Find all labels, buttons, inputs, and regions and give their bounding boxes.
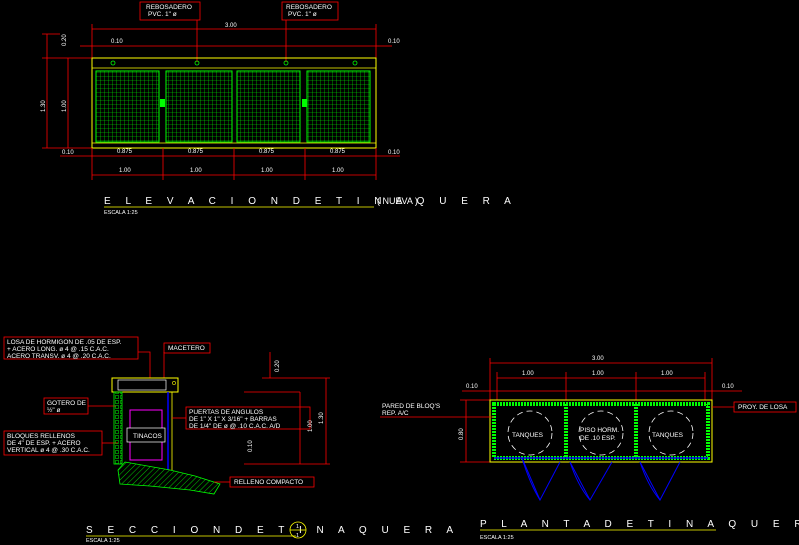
elevation-dim-010-tl: 0.10: [111, 39, 123, 45]
callout-right-line1: REBOSADERO: [286, 4, 332, 11]
section-title: S E C C I O N D E T I N A Q U E R A: [86, 525, 459, 536]
callout-right-line2: PVC. 1" ø: [288, 11, 317, 18]
elevation-dim-unit-1: 1.00: [119, 168, 131, 174]
section-note-losa-2: + ACERO LONG. ø 4 @ .15 C.A.C.: [7, 346, 109, 353]
elevation-door-panels: [95, 70, 371, 143]
elevation-dim-unit-2: 1.00: [190, 168, 202, 174]
plan-dim-unit-2: 1.00: [592, 371, 604, 377]
elevation-left-dimensions: [42, 33, 92, 149]
overflow-callout-right: REBOSADERO PVC. 1" ø: [281, 1, 339, 62]
section-compact-fill: [117, 461, 221, 495]
callout-left-line1: REBOSADERO: [146, 4, 192, 11]
section-note-gotero-2: ½" ø: [47, 406, 61, 414]
section-note-macetero: MACETERO: [168, 345, 205, 352]
plan-note-pared-2: REP. A/C: [382, 410, 409, 417]
elevation-dim-panel-2: 0.875: [188, 149, 204, 155]
elevation-view: REBOSADERO PVC. 1" ø REBOSADERO PVC. 1" …: [41, 1, 517, 216]
section-note-gotero-1: GOTERO DE: [47, 400, 87, 407]
plan-slab-outline: [489, 399, 713, 463]
section-note-puertas-2: DE 1" X 1" X 3/16" + BARRAS: [189, 416, 277, 423]
plan-door-swings: [521, 457, 681, 502]
section-note-bloques-1: BLOQUES RELLENOS: [7, 433, 76, 440]
plan-tank-right-label: TANQUES: [652, 432, 684, 439]
elevation-dim-010-br: 0.10: [388, 150, 400, 156]
elevation-title-suffix: ( NUEVA ): [377, 196, 418, 206]
plan-tank-left-label: TANQUES: [512, 432, 544, 439]
plan-dim-010-r: 0.10: [722, 384, 734, 390]
elevation-dim-panel-1: 0.875: [117, 149, 133, 155]
plan-tank-mid: [578, 410, 624, 456]
elevation-dim-020: 0.20: [62, 34, 68, 46]
plan-tank-left: [507, 410, 553, 456]
plan-floor-line1: PISO HORM.: [580, 427, 619, 434]
plan-view: 3.00 1.00 1.00 1.00 0.10 0.10 0.80 TANQU…: [380, 356, 799, 541]
section-dim-020: 0.20: [275, 360, 281, 372]
plan-note-pared-1: PARED DE BLOQ'S: [382, 403, 441, 410]
elevation-title: E L E V A C I O N D E T I N A Q U E R A: [104, 196, 517, 207]
section-dim-130: 1.30: [319, 412, 325, 424]
plan-dim-080: 0.80: [459, 428, 465, 440]
plan-dim-unit-3: 1.00: [661, 371, 673, 377]
plan-note-proy: PROY. DE LOSA: [738, 404, 788, 411]
section-note-tinacos: TINACOS: [133, 433, 163, 440]
overflow-callout-left: REBOSADERO PVC. 1" ø: [139, 1, 201, 62]
plan-scale: ESCALA 1:25: [480, 535, 514, 541]
elevation-dim-panel-4: 0.875: [330, 149, 346, 155]
elevation-dim-total: 3.00: [225, 23, 237, 29]
elevation-dim-010-tr: 0.10: [388, 39, 400, 45]
plan-tank-right: [648, 410, 694, 456]
plan-dim-unit-1: 1.00: [522, 371, 534, 377]
section-note-puertas-1: PUERTAS DE ANGULOS: [189, 409, 264, 416]
section-note-losa-1: LOSA DE HORMIGON DE .05 DE ESP.: [7, 339, 122, 346]
elevation-dim-130: 1.30: [41, 100, 47, 112]
section-note-bloques-3: VERTICAL ø 4 @ .30 C.A.C.: [7, 447, 90, 454]
section-dim-010: 0.10: [248, 440, 254, 452]
plan-title: P L A N T A D E T I N A Q U E R A: [480, 519, 799, 530]
section-marker-bottom: 1: [296, 533, 299, 539]
elevation-dim-100-v: 1.00: [62, 100, 68, 112]
section-marker-top: 1: [296, 524, 299, 530]
section-dim-100: 1.00: [308, 420, 314, 432]
elevation-top-dimensions: [80, 24, 392, 58]
section-note-puertas-3: DE 1/4" DE ø @ .10 C.A.C. A/D: [189, 423, 281, 430]
elevation-bottom-dimensions: [60, 148, 400, 180]
section-dimensions: [244, 352, 330, 465]
elevation-dim-unit-3: 1.00: [261, 168, 273, 174]
plan-dim-total: 3.00: [592, 356, 604, 362]
section-slab: [111, 377, 179, 393]
plan-top-dimensions: [460, 358, 742, 463]
section-note-losa-3: ACERO TRANSV. ø 4 @ .20 C.A.C.: [7, 353, 111, 360]
section-scale: ESCALA 1:25: [86, 538, 120, 544]
section-block-wall: [113, 391, 123, 465]
elevation-dim-panel-3: 0.875: [259, 149, 275, 155]
section-view: LOSA DE HORMIGON DE .05 DE ESP. + ACERO …: [3, 336, 459, 544]
section-note-bloques-2: DE 4" DE ESP. + ACERO: [7, 440, 81, 447]
plan-dim-010-l: 0.10: [466, 384, 478, 390]
section-note-relleno: RELLENO COMPACTO: [234, 479, 303, 486]
elevation-dim-unit-4: 1.00: [332, 168, 344, 174]
plan-floor-line2: DE .10 ESP.: [580, 435, 616, 442]
elevation-dim-010-bl: 0.10: [62, 150, 74, 156]
callout-left-line2: PVC. 1" ø: [148, 11, 177, 18]
elevation-scale: ESCALA 1:25: [104, 210, 138, 216]
